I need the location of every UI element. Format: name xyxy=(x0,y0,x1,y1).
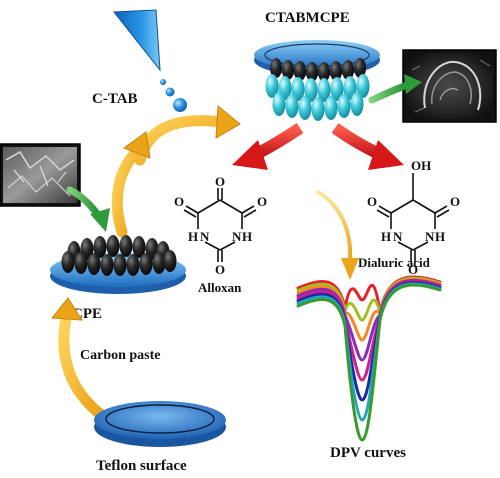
teflon-disc-ring xyxy=(105,404,215,434)
ctab-droplet-small xyxy=(160,79,166,85)
ctabmcpe-black-layer xyxy=(270,58,366,82)
teflon-surface-label: Teflon surface xyxy=(96,458,187,474)
dialuric-o-right: O xyxy=(450,194,460,209)
ctabmcpe-disc-rim xyxy=(264,43,370,67)
alloxan-h-left: H xyxy=(188,229,198,244)
dialuric-o-bottom: O xyxy=(408,262,418,277)
dialuric-acid-structure: OH O O N H N H O xyxy=(367,158,460,277)
carbon-paste-label: Carbon paste xyxy=(80,348,161,363)
red-arrowhead-dialuric xyxy=(368,140,404,170)
sem-image-ctabmcpe xyxy=(402,49,497,123)
green-arrowhead-ctabmcpe xyxy=(404,74,422,94)
alloxan-o-top: O xyxy=(215,174,225,189)
dialuric-n-right: N xyxy=(425,229,435,244)
yellow-arrow-teflon-to-bcpe xyxy=(58,312,114,426)
bcpe-black-layer xyxy=(61,235,177,276)
yellow-arrowhead-teflon xyxy=(51,297,83,321)
sem-image-bcpe xyxy=(0,143,81,207)
dpv-curves-label: DPV curves xyxy=(330,445,406,461)
ctabmcpe-label: CTABMCPE xyxy=(265,10,350,26)
dialuric-h-right: H xyxy=(435,229,445,244)
ctab-droplet-large xyxy=(173,98,187,112)
ctab-droplet-medium xyxy=(165,87,175,97)
dialuric-oh: OH xyxy=(411,158,431,173)
alloxan-n-left: N xyxy=(200,229,210,244)
yellow-arrowhead-ctab xyxy=(215,104,241,139)
alloxan-o-right: O xyxy=(257,194,267,209)
dpv-curves xyxy=(296,275,442,442)
dpv-curve xyxy=(296,283,442,442)
dialuric-n-left: N xyxy=(393,229,403,244)
yellow-arrow-ctab-to-ctabmcpe xyxy=(134,115,228,166)
alloxan-h-right: H xyxy=(242,229,252,244)
yellow-arrow-to-dpv xyxy=(316,190,353,264)
green-arrowhead-bcpe xyxy=(90,208,110,232)
ctab-dispenser xyxy=(113,9,187,112)
yellow-arrow-bcpe-to-ctab xyxy=(111,144,144,238)
red-arrowhead-alloxan xyxy=(232,140,268,170)
alloxan-label: Alloxan xyxy=(198,280,242,295)
ctabmcpe-electrode xyxy=(254,40,380,121)
ctabmcpe-cyan-layer xyxy=(265,74,370,121)
alloxan-n-right: N xyxy=(232,229,242,244)
teflon-disc xyxy=(94,401,226,447)
alloxan-o-bottom: O xyxy=(215,262,225,277)
ctab-cone xyxy=(113,9,161,72)
alloxan-o-left: O xyxy=(174,194,184,209)
dialuric-acid-label: Dialuric acid xyxy=(358,255,431,270)
yellow-arrowhead-dpv xyxy=(341,258,359,280)
alloxan-structure: O O O N H N H O xyxy=(174,174,267,277)
yellow-arrowhead-bcpe xyxy=(122,131,151,159)
bcpe-electrode xyxy=(50,235,186,294)
dialuric-h-left: H xyxy=(381,229,391,244)
ctab-label: C-TAB xyxy=(92,91,138,107)
dialuric-o-left: O xyxy=(367,194,377,209)
